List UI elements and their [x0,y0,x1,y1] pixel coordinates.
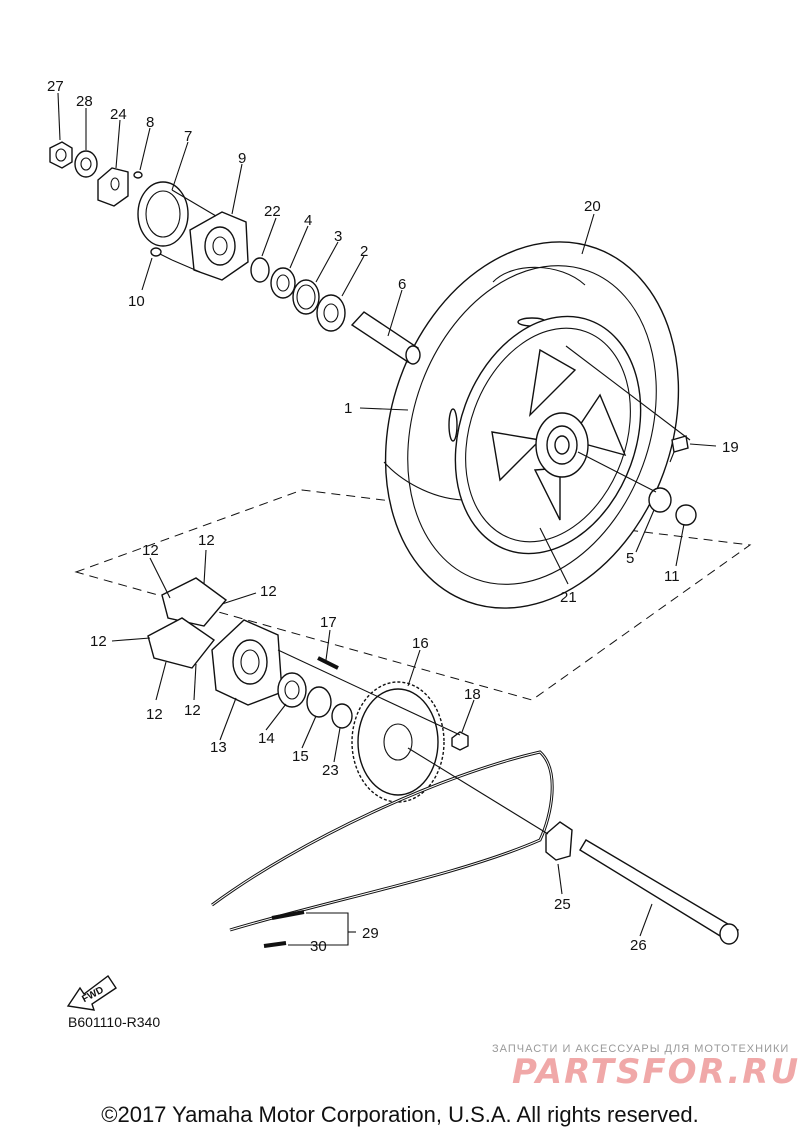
part-4-oil-seal [270,267,296,299]
part-15-oil-seal [306,686,332,718]
callout-21: 21 [560,589,577,606]
callout-12-b: 12 [198,532,215,549]
callout-6: 6 [398,276,406,293]
callout-26: 26 [630,937,647,954]
part-11-collar [675,504,697,526]
part-25-adjuster-plate [545,821,573,861]
callout-8: 8 [146,114,154,131]
watermark-logo: PARTSFOR.RU [512,1052,800,1092]
callout-14: 14 [258,730,275,747]
part-14-bearing [277,672,307,708]
part-10-bolt [150,247,173,261]
part-26-rear-axle [579,839,739,945]
copyright-notice: ©2017 Yamaha Motor Corporation, U.S.A. A… [101,1102,699,1127]
callout-12-c: 12 [260,583,277,600]
callout-25: 25 [554,896,571,913]
callout-20: 20 [584,198,601,215]
part-7-sensor-rotor [137,181,189,247]
part-27-nut [49,141,73,169]
callout-12-a: 12 [142,542,159,559]
diagram-code: B601110-R340 [68,1014,161,1030]
callout-11: 11 [664,568,680,585]
watermark-tagline: ЗАПЧАСТИ И АКСЕССУАРЫ ДЛЯ МОТОТЕХНИКИ [492,1043,790,1055]
part-30-chain-link [263,941,287,948]
callout-4: 4 [304,212,312,229]
callout-29: 29 [362,925,379,942]
part-24-adjuster-plate [97,167,129,207]
callout-5: 5 [626,550,634,567]
part-13-clutch-hub [211,619,283,706]
part-12-hub-dampers [147,577,228,669]
callout-17: 17 [320,614,337,631]
fwd-arrow-icon: FWD [66,974,117,1011]
part-18-nut [451,731,469,751]
part-22-collar [250,257,270,283]
part-19-valve [669,435,689,463]
callout-22: 22 [264,203,281,220]
callout-9: 9 [238,150,246,167]
callout-numbers: 27 28 24 8 7 9 10 22 4 3 2 6 20 1 19 5 1… [47,78,739,955]
part-8-screw [133,171,143,179]
callout-1: 1 [344,400,352,417]
part-29-chain-joint [271,910,305,920]
part-6-spacer [350,311,421,365]
callout-24: 24 [110,106,127,123]
part-3-circlip [292,279,320,315]
callout-23: 23 [322,762,339,779]
part-5-bearing [648,487,672,513]
part-9-caliper-bracket [189,211,249,281]
part-2-bearing [316,294,346,332]
leader-lines [57,92,717,946]
drive-chain [211,750,554,932]
callout-3: 3 [334,228,342,245]
callout-27: 27 [47,78,64,95]
part-16-sprocket [351,681,445,803]
callout-7: 7 [184,128,192,145]
callout-12-d: 12 [90,633,107,650]
callout-28: 28 [76,93,93,110]
hub-assembly-dashed-outline [74,489,752,701]
callout-2: 2 [360,243,368,260]
part-23-collar [331,703,353,729]
callout-30: 30 [310,938,327,955]
callout-15: 15 [292,748,309,765]
callout-10: 10 [128,293,145,310]
part-28-washer [74,150,98,178]
part-17-stud-bolt [317,656,339,670]
rear-wheel-rim [454,315,642,555]
callout-13: 13 [210,739,227,756]
callout-12-e: 12 [146,706,163,723]
callout-18: 18 [464,686,481,703]
callout-16: 16 [412,635,429,652]
callout-12-f: 12 [184,702,201,719]
callout-19: 19 [722,439,739,456]
